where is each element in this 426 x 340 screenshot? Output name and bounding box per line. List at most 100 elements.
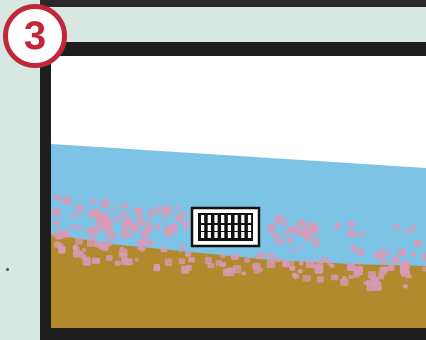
stone: [58, 246, 65, 253]
stone: [114, 216, 120, 222]
cage-slot: [228, 232, 231, 238]
stone: [186, 265, 192, 271]
stone: [110, 206, 115, 210]
stone: [259, 268, 264, 272]
stone: [85, 229, 90, 233]
stone: [255, 253, 262, 259]
cage-slot: [235, 232, 238, 238]
stone: [56, 196, 61, 201]
stone: [350, 246, 357, 252]
stone: [95, 242, 102, 248]
stone: [115, 261, 121, 266]
cage-slot: [214, 215, 217, 223]
cage-slot: [201, 232, 204, 238]
stone: [186, 221, 191, 225]
stone: [350, 265, 354, 269]
stone: [231, 254, 239, 260]
stone: [188, 257, 195, 262]
stone: [357, 262, 361, 265]
stone: [348, 221, 354, 227]
stone: [119, 210, 127, 216]
stone: [306, 261, 315, 269]
cage-slot: [228, 215, 231, 223]
stone: [87, 237, 96, 247]
cage-slot: [235, 215, 238, 223]
stone: [285, 229, 290, 235]
stone: [180, 220, 185, 224]
stone: [180, 244, 185, 248]
stone: [322, 256, 328, 263]
stone: [156, 224, 161, 229]
scene-svg: [51, 56, 426, 328]
stone: [289, 226, 298, 233]
stone: [82, 248, 86, 252]
stone: [363, 281, 368, 285]
cage-slot: [214, 232, 217, 238]
stone: [102, 214, 109, 220]
cage-slot: [248, 225, 251, 231]
stone: [134, 208, 139, 214]
cage-slot: [221, 225, 224, 231]
stone: [78, 210, 83, 215]
cage-slot: [214, 225, 217, 231]
stone: [179, 258, 186, 264]
stone: [164, 208, 171, 216]
stone: [282, 260, 289, 267]
stone: [55, 231, 63, 240]
step-number-badge: 3: [3, 4, 67, 68]
stone: [292, 273, 296, 278]
paper-speck: [6, 268, 9, 271]
stone: [388, 264, 395, 271]
stone: [299, 246, 304, 249]
cage-slot: [241, 232, 244, 238]
stone: [71, 224, 76, 229]
stone: [166, 225, 172, 230]
cage-slot: [208, 215, 211, 223]
stone: [175, 206, 179, 211]
stone: [411, 252, 416, 257]
stone: [287, 237, 293, 243]
step-number: 3: [24, 16, 46, 56]
stone: [137, 240, 145, 250]
stone: [102, 222, 110, 229]
stone: [183, 225, 188, 230]
stone: [165, 259, 172, 267]
stone: [401, 270, 410, 277]
stone: [220, 253, 226, 257]
stone: [313, 264, 319, 270]
stone: [147, 240, 153, 246]
stone: [220, 262, 226, 267]
stone: [291, 249, 295, 253]
stone: [101, 199, 109, 208]
stone: [121, 204, 126, 208]
stone: [381, 266, 388, 272]
stone: [135, 258, 139, 262]
cage-slot: [248, 232, 251, 238]
stone: [161, 247, 168, 252]
stone: [92, 258, 100, 264]
stone: [106, 255, 113, 261]
stone: [375, 251, 383, 259]
cage-slot: [208, 232, 211, 238]
stone: [122, 258, 130, 265]
stone: [331, 275, 339, 281]
cage-slot: [221, 215, 224, 223]
cage-slot: [241, 225, 244, 231]
stone: [317, 276, 324, 282]
stone: [310, 223, 318, 230]
stone: [105, 231, 114, 239]
stone: [403, 284, 408, 288]
stone: [143, 228, 149, 234]
stone: [414, 240, 421, 246]
stone: [90, 198, 95, 203]
seabed-scene: [51, 56, 426, 328]
stone: [205, 257, 212, 264]
stone: [410, 225, 416, 231]
stone: [179, 248, 183, 253]
stone: [233, 265, 242, 273]
stone: [335, 224, 341, 229]
cage-slot: [201, 225, 204, 231]
stone: [381, 259, 387, 264]
stone: [185, 251, 191, 256]
cage-slot: [235, 225, 238, 231]
